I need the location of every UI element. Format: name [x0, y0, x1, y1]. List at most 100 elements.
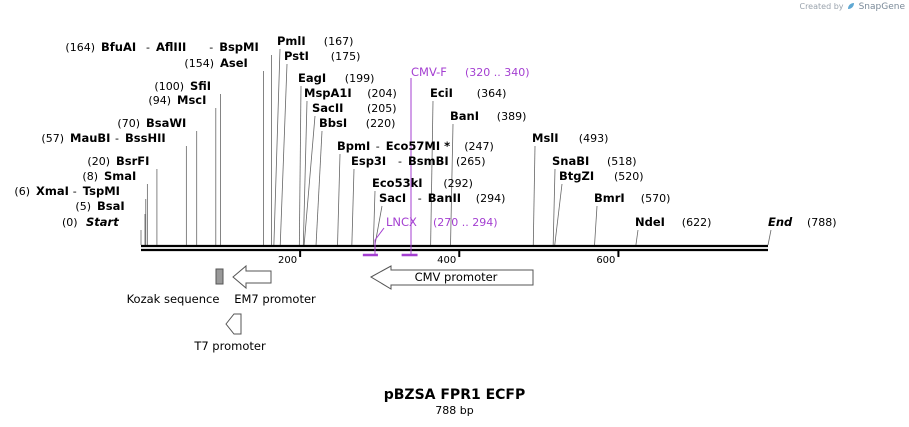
site-line-ndei: [635, 229, 639, 246]
site-line-msli: [532, 145, 536, 246]
site-line-ecii: [430, 100, 434, 246]
site-position: (167): [324, 35, 354, 48]
site-bani[interactable]: BanI (389): [450, 109, 526, 123]
site-sfii[interactable]: (100)SfiI: [154, 79, 211, 93]
site-end[interactable]: End(788): [768, 215, 837, 229]
ruler-tick-label: 200: [278, 255, 297, 266]
site-start[interactable]: (0) Start: [62, 215, 119, 229]
site-position: (265): [456, 155, 486, 168]
feature-cmv[interactable]: CMV promoter: [369, 265, 534, 290]
site-ecii[interactable]: EciI(364): [430, 86, 506, 100]
site-position: (220): [366, 117, 396, 130]
site-bsawi[interactable]: (70)BsaWI: [117, 116, 186, 130]
site-position: (5): [75, 200, 91, 213]
site-eco53ki[interactable]: Eco53kI(292): [372, 176, 473, 190]
site-name: BanI: [450, 109, 479, 123]
site-position: (520): [614, 170, 644, 183]
site-mspa1i[interactable]: MspA1I (204): [304, 86, 397, 100]
site-position: (493): [579, 132, 609, 145]
feature-label: Kozak sequence: [127, 292, 220, 306]
primers: CMV-F (320 .. 340) LNCX(270 .. 294): [362, 65, 530, 257]
feature-label: EM7 promoter: [234, 292, 316, 306]
site-esp3i-bsmbi[interactable]: Esp3I-BsmBI(265): [351, 154, 486, 168]
site-bsai[interactable]: (5)BsaI: [75, 199, 124, 213]
site-name-2: AflIII: [156, 40, 186, 54]
em7-arrow: [232, 264, 272, 290]
site-line-eagi: [298, 85, 302, 246]
site-line-mspa1i: [302, 100, 308, 246]
site-name-2: BssHII: [125, 131, 166, 145]
primer-name: CMV-F: [411, 65, 447, 79]
site-position: (389): [497, 110, 527, 123]
site-name: Start: [86, 215, 119, 229]
site-bbsi[interactable]: BbsI (220): [319, 116, 395, 130]
site-position: (0): [62, 216, 78, 229]
site-position: (205): [367, 102, 397, 115]
site-line-end: [767, 229, 772, 246]
site-line-bpmi-eco57mi: [337, 153, 341, 246]
site-name: SfiI: [190, 79, 211, 93]
t7-arrow: [225, 313, 242, 335]
site-line-pmli: [273, 48, 281, 246]
site-asei[interactable]: (154)AseI: [184, 56, 247, 70]
site-line-bani: [450, 123, 454, 246]
site-ndei[interactable]: NdeI (622): [635, 215, 711, 229]
site-smai[interactable]: (8)SmaI: [82, 169, 136, 183]
site-position: (6): [14, 185, 30, 198]
site-eagi[interactable]: EagI (199): [298, 71, 374, 85]
primer-cmv-f[interactable]: CMV-F (320 .. 340): [401, 65, 530, 257]
site-position: (204): [367, 87, 397, 100]
site-position: (622): [682, 216, 712, 229]
site-name-2: Eco57MI *: [386, 139, 450, 153]
site-position: (788): [807, 216, 837, 229]
site-separator: -: [73, 185, 77, 198]
site-name: MspA1I: [304, 86, 352, 100]
site-psti[interactable]: PstI(175): [284, 49, 360, 63]
site-bfuai-afliii-bspmi[interactable]: (164)BfuAI-AflIII-BspMI: [65, 40, 258, 54]
site-position: (292): [443, 177, 473, 190]
site-name: BbsI: [319, 116, 347, 130]
site-saci-banii[interactable]: SacI-BanII(294): [379, 191, 505, 205]
site-position: (199): [345, 72, 375, 85]
site-xmai-tspmi[interactable]: (6)XmaI-TspMI: [14, 184, 120, 198]
site-name: BmrI: [594, 191, 625, 205]
site-name: SnaBI: [552, 154, 589, 168]
site-name: NdeI: [635, 215, 665, 229]
site-name: SmaI: [104, 169, 136, 183]
site-sacii[interactable]: SacII(205): [312, 101, 397, 115]
site-snabi[interactable]: SnaBI (518): [552, 154, 637, 168]
site-bsrfi[interactable]: (20)BsrFI: [87, 154, 149, 168]
cmv-arrow: [369, 265, 534, 290]
site-pmli[interactable]: PmlI(167): [277, 34, 353, 48]
site-name: MauBI: [70, 131, 110, 145]
site-position: (175): [331, 50, 361, 63]
site-name-3: BspMI: [219, 40, 259, 54]
site-name: BfuAI: [101, 40, 136, 54]
snapgene-credit: Created by SnapGene: [799, 2, 905, 12]
site-name: EagI: [298, 71, 326, 85]
ruler-tick-label: 400: [437, 255, 456, 266]
site-position: (570): [641, 192, 671, 205]
site-maubi-bsshii[interactable]: (57)MauBI-BssHII: [41, 131, 165, 145]
feature-kozak[interactable]: Kozak sequence: [127, 268, 224, 306]
site-bpmi-eco57mi[interactable]: BpmI-Eco57MI *(247): [337, 139, 494, 153]
site-bmri[interactable]: BmrI (570): [594, 191, 670, 205]
ruler-tick-label: 600: [596, 255, 615, 266]
feature-em7[interactable]: EM7 promoter: [232, 264, 316, 306]
site-position: (518): [607, 155, 637, 168]
site-separator: -: [418, 192, 422, 205]
site-msli[interactable]: MslI(493): [532, 131, 608, 145]
primer-name: LNCX: [386, 215, 417, 229]
feature-t7[interactable]: T7 promoter: [193, 313, 266, 353]
site-line-eco53ki: [372, 190, 376, 246]
site-name: XmaI: [36, 184, 69, 198]
site-position: (247): [464, 140, 494, 153]
site-position: (154): [184, 57, 214, 70]
site-line-esp3i-bsmbi: [351, 168, 355, 246]
site-msci[interactable]: (94)MscI: [148, 93, 206, 107]
primer-lncx[interactable]: LNCX(270 .. 294): [362, 215, 498, 257]
primer-range: (320 .. 340): [465, 66, 530, 79]
site-position: (57): [41, 132, 64, 145]
site-btgzi[interactable]: BtgZI(520): [559, 169, 644, 183]
site-line-btgzi: [554, 183, 563, 246]
